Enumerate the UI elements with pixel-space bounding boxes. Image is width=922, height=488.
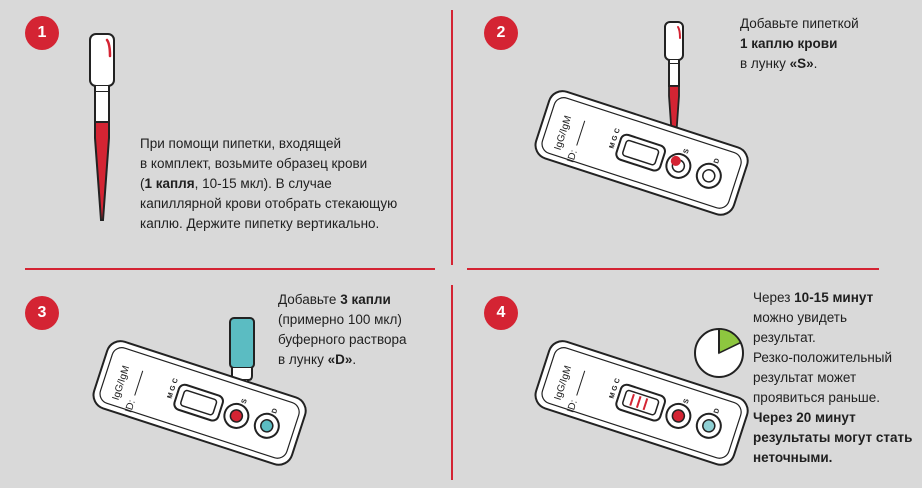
mark-m-4: M (609, 392, 618, 400)
mark-s-3: S (241, 398, 249, 405)
step-4-line-1: можно увидеть (753, 308, 918, 328)
cassette-id-label-4: ID: (565, 399, 579, 415)
mark-c-4: C (614, 377, 622, 384)
step-3-line-0: Добавьте 3 капли (278, 290, 438, 310)
text-segment: результат может (753, 370, 857, 385)
result-line-g (635, 395, 642, 409)
step-4-line-2: результат. (753, 328, 918, 348)
text-segment: Резко-положительный (753, 350, 893, 365)
step-3-badge: 3 (25, 296, 59, 330)
horizontal-divider-right (467, 268, 879, 270)
step-4-line-8: неточными. (753, 448, 918, 468)
mark-g: G (611, 134, 620, 142)
step-4-text: Через 10-15 минут можно увидеть результа… (753, 288, 918, 468)
step-1-text: При помощи пипетки, входящей в комплект,… (140, 134, 440, 234)
mark-s-4: S (683, 398, 691, 405)
mark-d-3: D (271, 408, 279, 415)
text-segment: Через (753, 290, 795, 305)
text-segment: в лунку (278, 352, 328, 367)
step-4-line-4: результат может (753, 368, 918, 388)
mark-d-4: D (713, 408, 721, 415)
text-segment: 1 каплю крови (740, 36, 838, 51)
text-segment: 10-15 минут (794, 290, 874, 305)
text-segment: буферного раствора (278, 332, 407, 347)
step-1-line-0: При помощи пипетки, входящей (140, 134, 440, 154)
text-segment: результат. (753, 330, 816, 345)
timer-icon (694, 328, 744, 378)
result-line-m (642, 398, 649, 411)
cassette-id-label: ID: (565, 149, 579, 165)
text-segment: можно увидеть (753, 310, 847, 325)
text-segment: ( (140, 176, 145, 191)
text-segment: в лунку (740, 56, 790, 71)
text-segment: «S» (789, 56, 814, 71)
step-1-line-2: (1 капля, 10-15 мкл). В случае (140, 174, 440, 194)
text-segment: При помощи пипетки, входящей (140, 136, 342, 151)
step-3-line-3: в лунку «D». (278, 350, 438, 370)
step-4-line-7: результаты могут стать (753, 428, 918, 448)
text-segment: Через 20 минут (753, 410, 856, 425)
text-segment: (примерно 100 мкл) (278, 312, 402, 327)
step-1-line-4: каплю. Держите пипетку вертикально. (140, 214, 440, 234)
step-2-line-1: 1 каплю крови (740, 34, 910, 54)
mark-g-3: G (169, 384, 178, 392)
step-4-line-0: Через 10-15 минут (753, 288, 918, 308)
mark-c-3: C (172, 377, 180, 384)
text-segment: , 10-15 мкл). В случае (194, 176, 332, 191)
step-3-line-2: буферного раствора (278, 330, 438, 350)
mark-m: M (609, 142, 618, 150)
text-segment: каплю. Держите пипетку вертикально. (140, 216, 380, 231)
text-segment: Добавьте пипеткой (740, 16, 859, 31)
mark-c: C (614, 127, 622, 134)
step-1-line-1: в комплект, возьмите образец крови (140, 154, 440, 174)
test-cassette-result-icon: IgG/IgM ID: C G M S D (534, 340, 749, 466)
vertical-divider-top (451, 10, 453, 265)
test-cassette-icon: IgG/IgM ID: C G M S D (534, 90, 749, 216)
horizontal-divider-left (25, 268, 435, 270)
mark-d: D (713, 158, 721, 165)
text-segment: проявиться раньше. (753, 390, 880, 405)
step-2-badge: 2 (484, 16, 518, 50)
test-cassette-buffer-icon: IgG/IgM ID: C G M S D (92, 340, 307, 466)
step-1-badge: 1 (25, 16, 59, 50)
step-3-text: Добавьте 3 капли (примерно 100 мкл) буфе… (278, 290, 438, 370)
mark-s: S (683, 148, 691, 155)
cassette-id-label-3: ID: (123, 399, 137, 415)
step-1-line-3: капиллярной крови отобрать стекающую (140, 194, 440, 214)
text-segment: результаты могут стать (753, 430, 913, 445)
result-line-c (629, 393, 635, 406)
text-segment: капиллярной крови отобрать стекающую (140, 196, 398, 211)
text-segment: неточными. (753, 450, 833, 465)
step-4-line-6: Через 20 минут (753, 408, 918, 428)
text-segment: 1 капля (144, 176, 195, 191)
text-segment: «D» (327, 352, 353, 367)
step-4-line-5: проявиться раньше. (753, 388, 918, 408)
step-4-badge: 4 (484, 296, 518, 330)
mark-g-4: G (611, 384, 620, 392)
text-segment: . (352, 352, 357, 367)
step-2-line-2: в лунку «S». (740, 54, 910, 74)
step-2-text: Добавьте пипеткой 1 каплю крови в лунку … (740, 14, 910, 74)
text-segment: в комплект, возьмите образец крови (140, 156, 368, 171)
step-2-line-0: Добавьте пипеткой (740, 14, 910, 34)
vertical-divider-bottom (451, 285, 453, 480)
text-segment: Добавьте (278, 292, 341, 307)
pipette-icon (89, 33, 115, 221)
step-3-line-1: (примерно 100 мкл) (278, 310, 438, 330)
mark-m-3: M (167, 392, 176, 400)
text-segment: 3 капли (340, 292, 391, 307)
step-4-line-3: Резко-положительный (753, 348, 918, 368)
text-segment: . (813, 56, 818, 71)
